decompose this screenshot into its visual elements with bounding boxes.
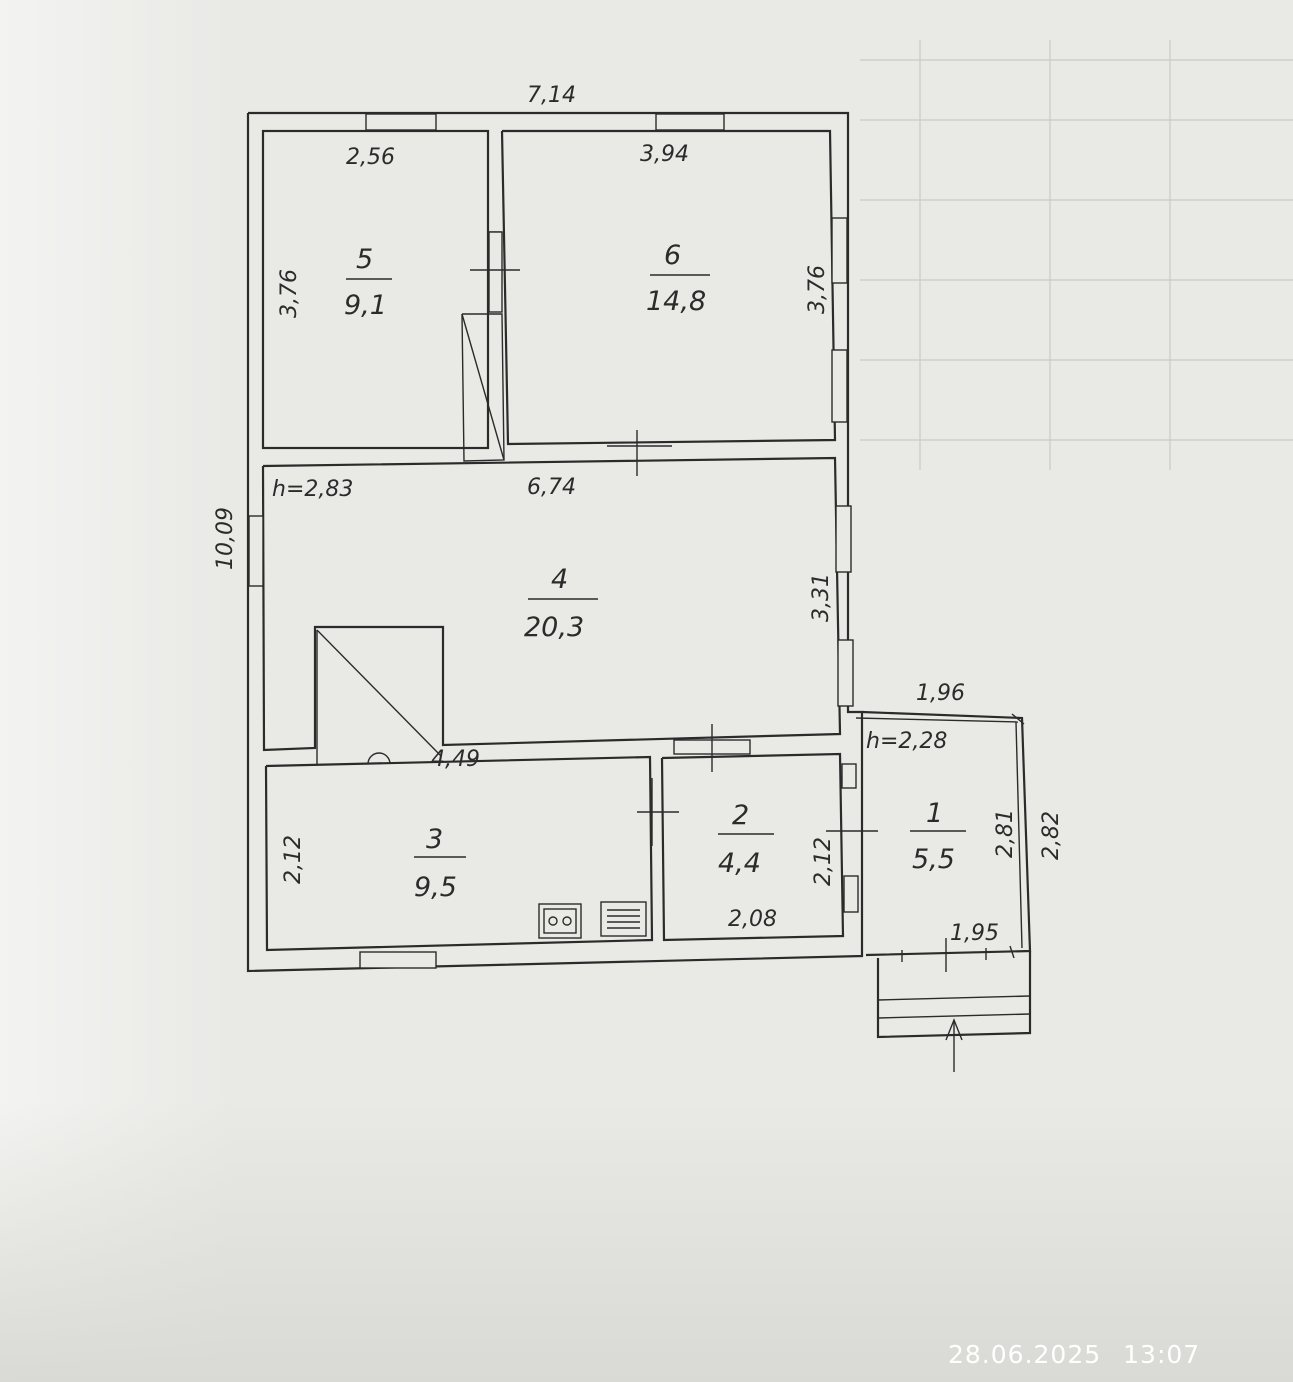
room-1-height-label: 2,81	[993, 809, 1018, 858]
room-1-width-label: 1,96	[916, 681, 965, 706]
room-3-width-label: 4,49	[431, 747, 480, 772]
room-3-number: 3	[426, 824, 443, 855]
sink-icon	[600, 901, 647, 937]
room-5-area: 9,1	[344, 290, 387, 321]
room-6-width-label: 3,94	[640, 142, 689, 167]
ceiling-height-porch: h=2,28	[866, 729, 947, 754]
room-2-number: 2	[732, 800, 749, 831]
ceiling-height-main: h=2,83	[272, 477, 353, 502]
room-3-area: 9,5	[414, 872, 457, 903]
porch-right-inner	[1015, 721, 1023, 949]
room-5-width-label: 2,56	[346, 145, 395, 170]
room-3-height-label: 2,12	[281, 835, 306, 884]
room-1-number: 1	[926, 798, 943, 829]
room-1-bottom-width-label: 1,95	[950, 921, 999, 946]
room-3-outline	[264, 755, 654, 952]
stove-block-diagonal	[316, 629, 442, 757]
room-4-width-label: 6,74	[527, 475, 576, 500]
room-4-height-label: 3,31	[809, 573, 834, 622]
outer-height-label: 10,09	[213, 507, 238, 570]
room-2-height-label: 2,12	[811, 837, 836, 886]
room-2-area: 4,4	[718, 848, 761, 879]
room-4-area: 20,3	[524, 612, 584, 643]
room-1-area: 5,5	[912, 844, 955, 875]
area-fraction-bars	[346, 274, 966, 858]
room-6-number: 6	[664, 240, 681, 271]
room-1-outer-height-label: 2,82	[1039, 811, 1064, 860]
paper-shadow	[0, 1100, 1293, 1382]
room-6-outline	[500, 129, 837, 446]
room-6-area: 14,8	[646, 286, 706, 317]
porch-corner-tick	[1011, 713, 1025, 725]
outer-wall	[246, 111, 864, 973]
timestamp-time: 13:07	[1123, 1340, 1201, 1369]
windows	[248, 113, 859, 969]
room-2-width-label: 2,08	[728, 907, 777, 932]
room-2-outline	[660, 752, 845, 942]
porch-top-inner	[855, 717, 1019, 723]
background-grid	[860, 40, 1293, 470]
stove-icon	[538, 903, 582, 939]
room-4-number: 4	[551, 564, 568, 595]
outer-width-label: 7,14	[527, 83, 576, 108]
porch-outline	[861, 710, 1032, 957]
room-5-height-label: 3,76	[277, 269, 302, 318]
closet-diagonal	[461, 313, 505, 461]
stove-door-arc	[367, 752, 391, 765]
room-6-height-label: 3,76	[805, 265, 830, 314]
room-5-number: 5	[356, 244, 373, 275]
photo-timestamp: 28.06.2025 13:07	[948, 1340, 1200, 1369]
room-5-outline	[261, 129, 490, 450]
entrance-arrow-icon	[945, 1018, 963, 1072]
timestamp-date: 28.06.2025	[948, 1340, 1102, 1369]
door-markers	[470, 231, 947, 972]
